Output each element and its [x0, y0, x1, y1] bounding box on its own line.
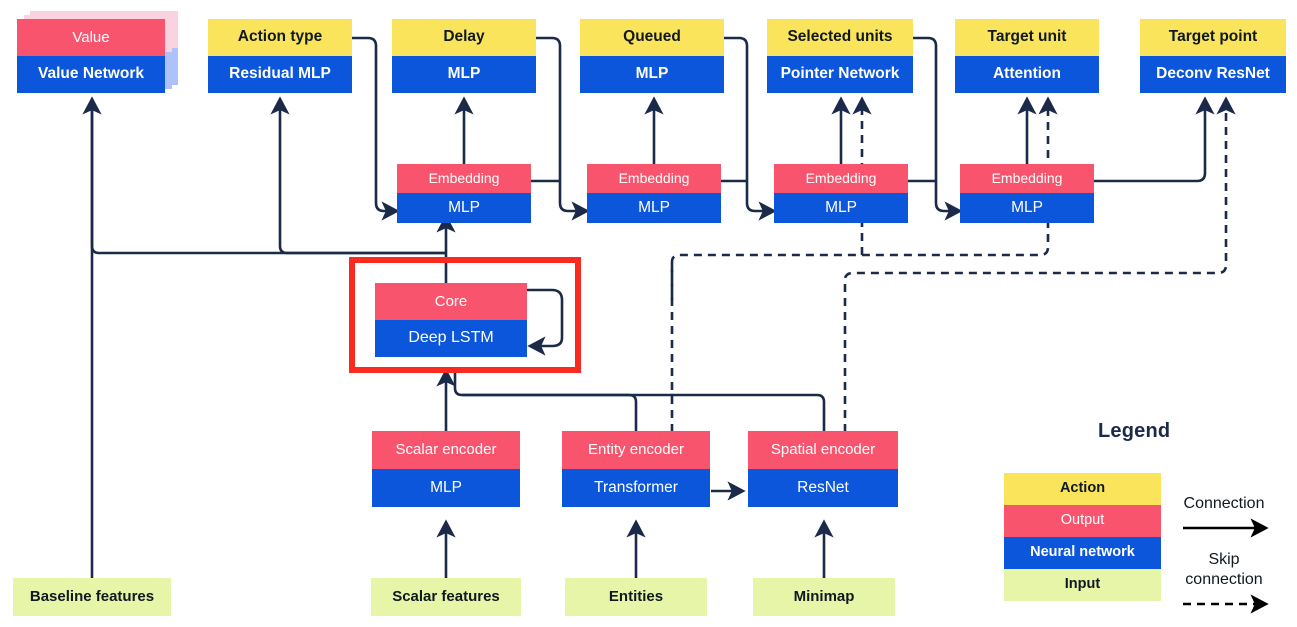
- node-target-point[interactable]: Target point Deconv ResNet: [1140, 19, 1286, 93]
- node-entity-encoder[interactable]: Entity encoder Transformer: [562, 431, 710, 507]
- queued-band: Queued: [580, 19, 724, 56]
- node-embedding-selected[interactable]: Embedding MLP: [774, 164, 908, 223]
- legend-swatch-input: Input: [1004, 569, 1161, 601]
- node-scalar-encoder[interactable]: Scalar encoder MLP: [372, 431, 520, 507]
- node-selected-units[interactable]: Selected units Pointer Network: [767, 19, 913, 93]
- wire-queued-to-embselected: [722, 36, 777, 221]
- node-target-unit[interactable]: Target unit Attention: [955, 19, 1099, 93]
- legend-swatch-action: Action: [1004, 473, 1161, 505]
- input-entities-label: Entities: [565, 578, 707, 616]
- node-input-baseline-features[interactable]: Baseline features: [13, 578, 171, 616]
- node-embedding-queued[interactable]: Embedding MLP: [587, 164, 721, 223]
- wire-spatialenc-to-core: [462, 393, 826, 432]
- legend-connection-label: Connection: [1183, 495, 1265, 512]
- action-type-network-band: Residual MLP: [208, 56, 352, 93]
- node-embedding-target[interactable]: Embedding MLP: [960, 164, 1094, 223]
- skip-spatial-to-targetpoint: [843, 96, 1236, 432]
- embedding-target-output-band: Embedding: [960, 164, 1094, 193]
- legend-swatch-neural-network: Neural network: [1004, 537, 1161, 569]
- embedding-target-network-band: MLP: [960, 193, 1094, 223]
- scalar-encoder-network-band: MLP: [372, 469, 520, 507]
- legend-title: Legend: [1098, 420, 1171, 442]
- wire-actiontype-to-embdelay: [352, 36, 400, 221]
- node-spatial-encoder[interactable]: Spatial encoder ResNet: [748, 431, 898, 507]
- wire-delay-to-embqueued: [536, 36, 590, 221]
- selected-units-network-band: Pointer Network: [767, 56, 913, 93]
- skip-entity-to-targetunit: [670, 96, 1058, 432]
- node-queued[interactable]: Queued MLP: [580, 19, 724, 93]
- embedding-delay-network-band: MLP: [397, 193, 531, 223]
- node-core[interactable]: Core Deep LSTM: [375, 283, 527, 357]
- target-point-network-band: Deconv ResNet: [1140, 56, 1286, 93]
- legend-swatch-output: Output: [1004, 505, 1161, 537]
- value-network-band: Value Network: [17, 56, 165, 93]
- embedding-queued-network-band: MLP: [587, 193, 721, 223]
- node-input-minimap[interactable]: Minimap: [753, 578, 895, 616]
- wire-entityenc-to-core: [453, 372, 638, 432]
- wire-core-to-valuenet-bus: [90, 100, 446, 255]
- selected-units-band: Selected units: [767, 19, 913, 56]
- action-type-band: Action type: [208, 19, 352, 56]
- entity-encoder-output-band: Entity encoder: [562, 431, 710, 469]
- target-unit-band: Target unit: [955, 19, 1099, 56]
- embedding-queued-output-band: Embedding: [587, 164, 721, 193]
- embedding-selected-network-band: MLP: [774, 193, 908, 223]
- core-network-band: Deep LSTM: [375, 320, 527, 357]
- node-embedding-delay[interactable]: Embedding MLP: [397, 164, 531, 223]
- entity-encoder-network-band: Transformer: [562, 469, 710, 507]
- wire-embtarget-to-targetpoint: [1094, 96, 1215, 183]
- wire-selected-to-embtarget: [911, 36, 963, 221]
- spatial-encoder-output-band: Spatial encoder: [748, 431, 898, 469]
- delay-band: Delay: [392, 19, 536, 56]
- node-delay[interactable]: Delay MLP: [392, 19, 536, 93]
- target-point-band: Target point: [1140, 19, 1286, 56]
- core-output-band: Core: [375, 283, 527, 320]
- embedding-delay-output-band: Embedding: [397, 164, 531, 193]
- core-highlight-box: [349, 257, 581, 373]
- input-baseline-label: Baseline features: [13, 578, 171, 616]
- input-scalar-label: Scalar features: [371, 578, 521, 616]
- node-action-type[interactable]: Action type Residual MLP: [208, 19, 352, 93]
- node-input-scalar-features[interactable]: Scalar features: [371, 578, 521, 616]
- legend-skip-label-line1: Skip: [1208, 551, 1240, 568]
- queued-network-band: MLP: [580, 56, 724, 93]
- spatial-encoder-network-band: ResNet: [748, 469, 898, 507]
- node-value[interactable]: Value Value Network: [17, 19, 165, 93]
- target-unit-network-band: Attention: [955, 56, 1099, 93]
- input-minimap-label: Minimap: [753, 578, 895, 616]
- value-output-band: Value: [17, 19, 165, 56]
- delay-network-band: MLP: [392, 56, 536, 93]
- scalar-encoder-output-band: Scalar encoder: [372, 431, 520, 469]
- legend-skip-label-line2: connection: [1185, 571, 1263, 588]
- node-input-entities[interactable]: Entities: [565, 578, 707, 616]
- embedding-selected-output-band: Embedding: [774, 164, 908, 193]
- legend-swatch-stack: Action Output Neural network Input: [1004, 473, 1161, 601]
